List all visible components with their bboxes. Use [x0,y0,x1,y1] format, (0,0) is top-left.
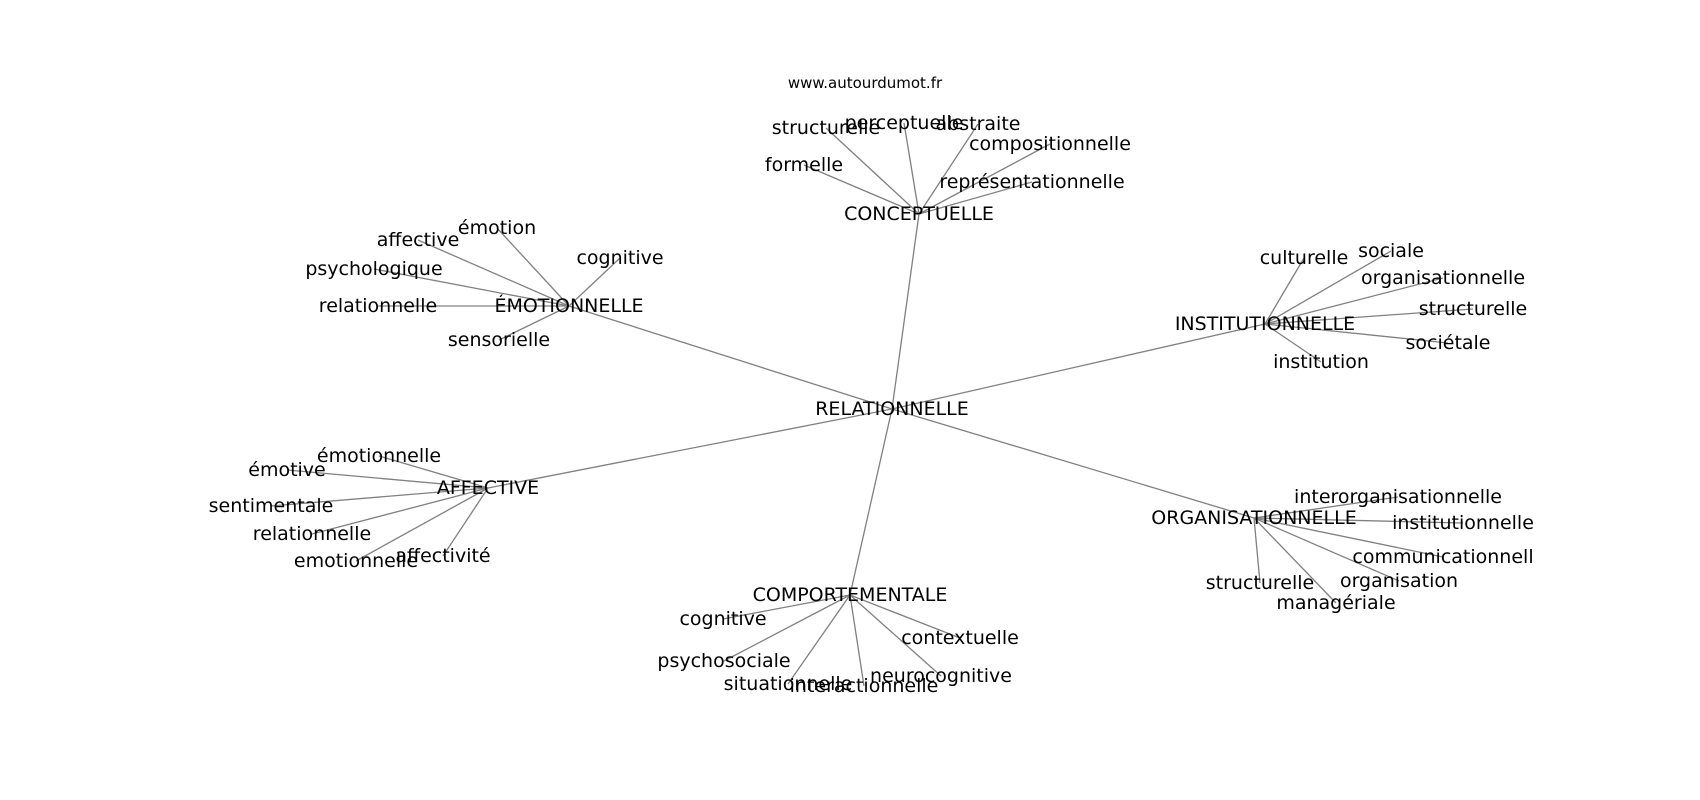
leaf-node[interactable]: sensorielle [448,329,550,351]
edge-institutionnelle-leaf [1264,323,1322,363]
leaf-node[interactable]: culturelle [1260,247,1349,269]
leaf-node[interactable]: communicationnell [1352,546,1533,568]
leaf-node[interactable]: institution [1273,351,1369,373]
edge-center-organisationnelle [891,408,1255,519]
leaf-node[interactable]: psychosociale [657,650,790,672]
leaf-node[interactable]: affective [377,229,460,251]
edge-organisationnelle-leaf [1253,517,1261,584]
edge-center-comportementale [849,408,893,596]
leaf-node[interactable]: compositionnelle [969,133,1131,155]
edge-emotionnelle-leaf [496,227,570,307]
leaf-node[interactable]: sociétale [1406,332,1491,354]
leaf-node[interactable]: émotionnelle [317,445,441,467]
edge-center-conceptuelle [891,213,920,410]
edge-comportementale-leaf [849,594,961,639]
leaf-node[interactable]: neurocognitive [870,665,1012,687]
edge-institutionnelle-leaf [1264,308,1474,325]
leaf-node[interactable]: institutionnelle [1392,512,1534,534]
edge-emotionnelle-leaf [498,305,570,341]
site-watermark: www.autourdumot.fr [788,74,943,92]
leaf-node[interactable]: affectivité [395,545,490,567]
edge-institutionnelle-leaf [1264,250,1392,325]
edge-institutionnelle-leaf [1264,257,1305,325]
leaf-node[interactable]: structurelle [772,117,880,139]
edge-affective-leaf [355,487,489,562]
edge-emotionnelle-leaf [373,268,570,307]
leaf-node[interactable]: émotive [248,459,325,481]
edge-comportementale-leaf [723,594,851,662]
group-node-organisationnelle[interactable]: ORGANISATIONNELLE [1151,507,1356,529]
leaf-node[interactable]: interorganisationnelle [1294,486,1502,508]
group-node-affective[interactable]: AFFECTIVE [437,477,539,499]
edge-center-affective [487,408,893,489]
edge-affective-leaf [442,487,489,557]
edge-organisationnelle-leaf [1253,517,1444,558]
leaf-node[interactable]: cognitive [576,247,663,269]
center-node[interactable]: RELATIONNELLE [815,398,969,420]
edge-conceptuelle-leaf [918,181,1033,215]
leaf-node[interactable]: organisation [1340,570,1458,592]
leaf-node[interactable]: relationnelle [319,295,437,317]
edge-conceptuelle-leaf [903,122,920,215]
leaf-node[interactable]: psychologique [305,258,442,280]
edges-layer [270,122,1474,687]
group-node-conceptuelle[interactable]: CONCEPTUELLE [844,203,994,225]
edge-conceptuelle-leaf [918,143,1051,215]
edge-affective-leaf [286,469,489,489]
leaf-node[interactable]: abstraite [936,113,1021,135]
edge-comportementale-leaf [722,594,851,620]
leaf-node[interactable]: perceptuelle [845,112,964,134]
leaf-node[interactable]: structurelle [1419,298,1527,320]
leaf-node[interactable]: relationnelle [253,523,371,545]
leaf-node[interactable]: cognitive [679,608,766,630]
edge-organisationnelle-leaf [1253,517,1337,604]
edge-emotionnelle-leaf [417,239,570,307]
edge-center-institutionnelle [891,323,1266,410]
edge-organisationnelle-leaf [1253,496,1399,519]
leaf-node[interactable]: managériale [1276,592,1395,614]
leaf-node[interactable]: sociale [1358,240,1424,262]
edge-center-emotionnelle [568,305,893,410]
edge-comportementale-leaf [849,594,942,677]
leaf-node[interactable]: organisationnelle [1361,267,1525,289]
leaf-node[interactable]: représentationnelle [939,171,1124,193]
edge-affective-leaf [378,455,489,489]
leaf-node[interactable]: contextuelle [901,627,1019,649]
edge-comportementale-leaf [787,594,851,685]
leaf-node[interactable]: situationnelle [724,673,853,695]
edge-conceptuelle-leaf [918,123,979,215]
edge-conceptuelle-leaf [803,164,920,215]
edge-comportementale-leaf [849,594,865,687]
edge-affective-leaf [270,487,489,507]
leaf-node[interactable]: formelle [765,154,843,176]
leaf-node[interactable]: emotionnelle [294,550,418,572]
labels-layer: structurelleperceptuelleabstraitecomposi… [209,112,1534,697]
group-node-institutionnelle[interactable]: INSTITUTIONNELLE [1175,313,1355,335]
edge-institutionnelle-leaf [1264,277,1444,325]
leaf-node[interactable]: sentimentale [209,495,334,517]
edge-institutionnelle-leaf [1264,323,1449,344]
leaf-node[interactable]: émotion [458,217,536,239]
edge-conceptuelle-leaf [825,127,920,215]
edge-organisationnelle-leaf [1253,517,1400,582]
edge-organisationnelle-leaf [1253,517,1464,524]
group-node-emotionnelle[interactable]: ÉMOTIONNELLE [494,294,643,317]
edge-emotionnelle-leaf [568,257,621,307]
group-node-comportementale[interactable]: COMPORTEMENTALE [753,584,948,606]
leaf-node[interactable]: structurelle [1206,572,1314,594]
edge-affective-leaf [311,487,489,535]
leaf-node[interactable]: interactionnelle [790,675,939,697]
